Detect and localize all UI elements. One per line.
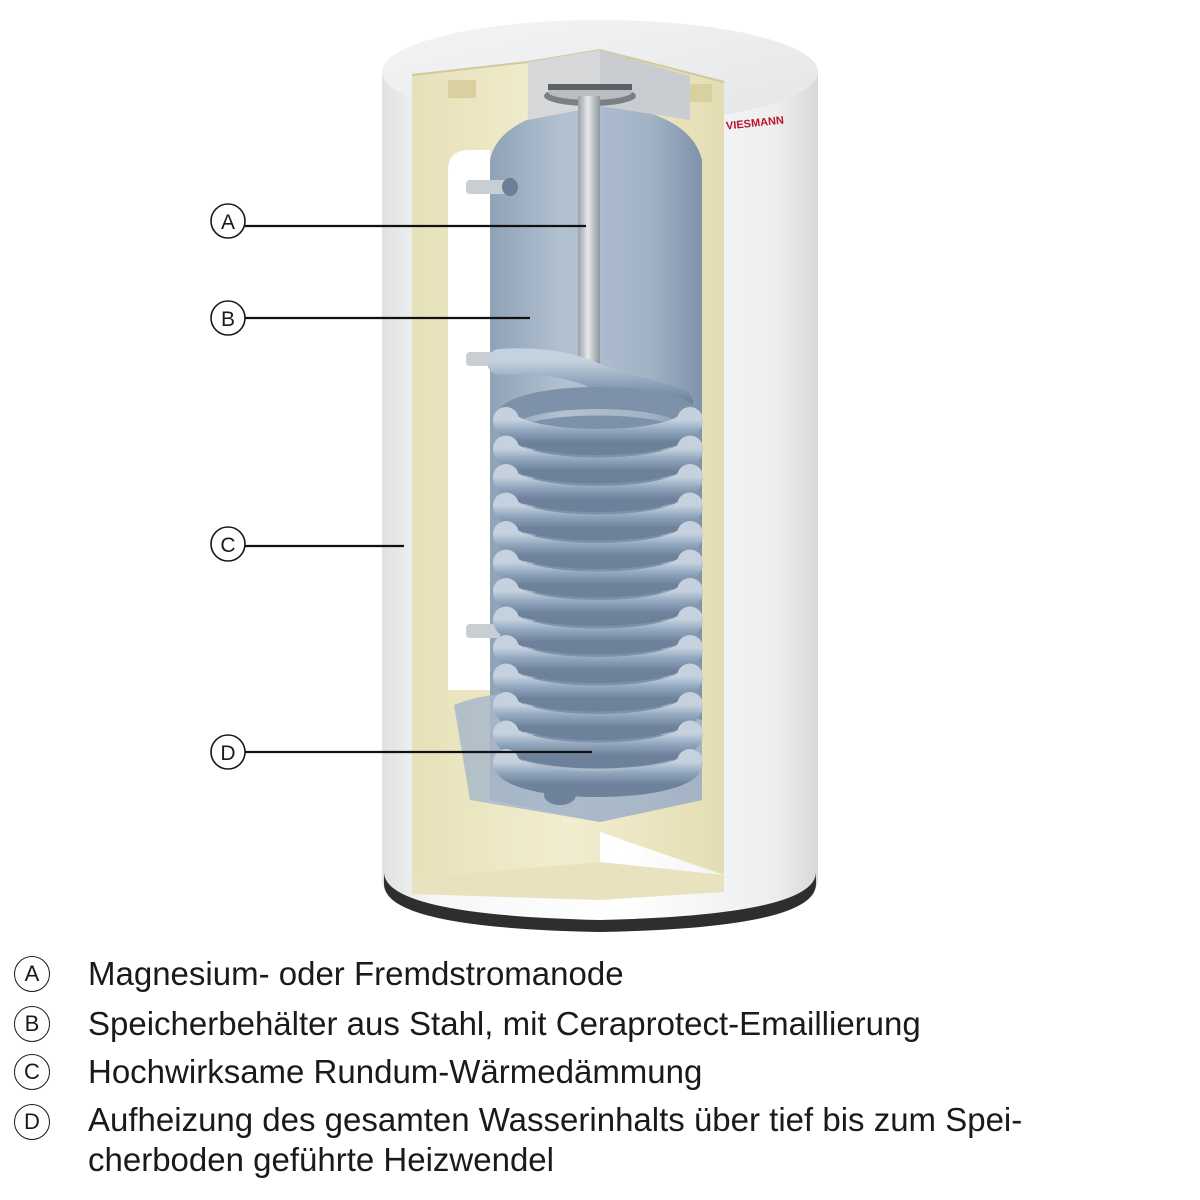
callout-A: A (210, 203, 586, 239)
coil-turn (493, 578, 703, 626)
coil-outlet (544, 785, 576, 805)
legend-text-B: Speicherbehälter aus Stahl, mit Ceraprot… (88, 1005, 921, 1042)
callout-label-D: D (220, 742, 235, 765)
coil-turn (493, 635, 703, 683)
tank-cutaway-illustration: VIESMANN A B C D (210, 20, 818, 932)
coil-turn (493, 692, 703, 740)
legend-marker-B: B (14, 1006, 50, 1042)
coil-turn (493, 407, 703, 455)
callout-D: D (210, 734, 592, 770)
coil-turn (493, 492, 703, 541)
heating-coil (487, 348, 703, 805)
legend-text-A: Magnesium- oder Fremdstromanode (88, 955, 624, 992)
coil-turn (493, 549, 703, 598)
callout-B: B (210, 300, 530, 336)
callout-label-B: B (221, 308, 235, 331)
callout-label-C: C (220, 534, 235, 557)
callout-C: C (210, 526, 404, 562)
coil-turn-back (495, 387, 701, 424)
legend-text-D-line2: cherboden geführte Heizwendel (88, 1141, 554, 1178)
legend-marker-A: A (14, 956, 50, 992)
coil-turn (493, 749, 703, 797)
legend-marker-C: C (14, 1054, 50, 1090)
coil-turn (493, 606, 703, 655)
coil-turn (493, 435, 703, 484)
callout-label-A: A (221, 211, 235, 234)
legend-text-D: Aufheizung des gesamten Wasserinhalts üb… (88, 1100, 1188, 1180)
base-ring (384, 872, 816, 932)
coil-turn (493, 720, 703, 769)
legend-text-C: Hochwirksame Rundum-Wärmedämmung (88, 1053, 703, 1090)
coil-turn (493, 663, 703, 712)
coil-turn (493, 464, 703, 512)
coil-turn (493, 521, 703, 569)
legend-marker-D: D (14, 1104, 50, 1140)
legend-text-D-line1: Aufheizung des gesamten Wasserinhalts üb… (88, 1101, 1023, 1138)
